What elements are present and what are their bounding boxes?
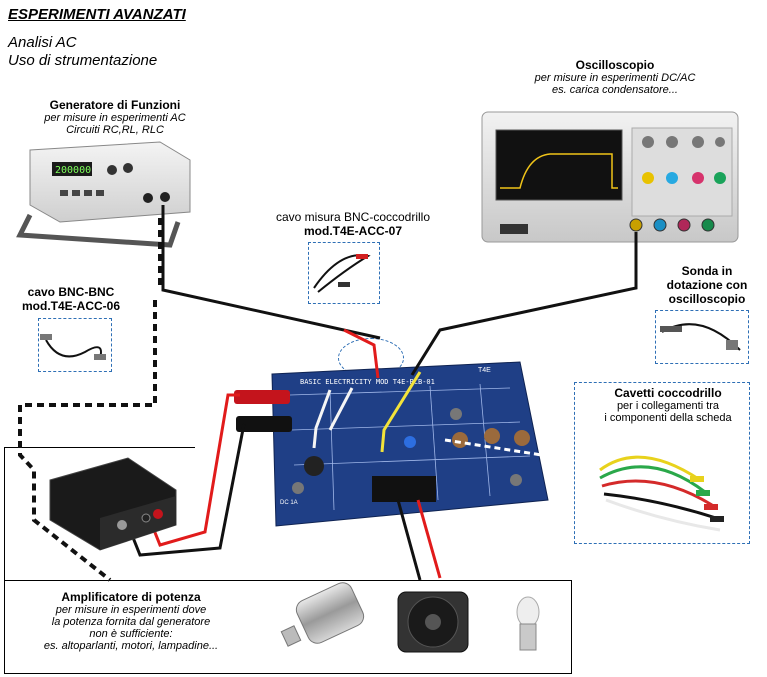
board-dc-label: DC 1A <box>280 500 298 506</box>
probe-caption: Sonda in dotazione con oscilloscopio <box>652 264 762 306</box>
loudspeaker <box>397 591 469 653</box>
bnc-croc-line1: cavo misura BNC-coccodrillo <box>275 210 431 224</box>
power-amplifier <box>49 457 177 551</box>
amplifier-desc-2: la potenza fornita dal generatore <box>51 616 211 628</box>
board-label: BASIC ELECTRICITY MOD T4E-BCB-01 <box>300 378 435 386</box>
experiment-board: BASIC ELECTRICITY MOD T4E-BCB-01 T4E DC … <box>234 361 549 527</box>
generator-desc-1: per misure in esperimenti AC <box>44 112 186 124</box>
bnc-bnc-line2: mod.T4E-ACC-06 <box>21 299 120 313</box>
oscilloscope <box>481 111 739 243</box>
board-brand: T4E <box>478 367 491 374</box>
amplifier-title: Amplificatore di potenza <box>61 590 201 604</box>
generator-body <box>29 141 191 223</box>
lamp <box>516 596 540 651</box>
power-socket <box>372 476 436 502</box>
clips-desc-2: i componenti della scheda <box>604 412 732 424</box>
red-terminal <box>234 390 290 404</box>
page-title: ESPERIMENTI AVANZATI <box>8 6 186 23</box>
probe-box <box>655 310 749 364</box>
buzzer <box>304 456 324 476</box>
bnc-bnc-cable <box>40 334 106 360</box>
oscilloscope-trace <box>500 153 618 189</box>
clips-desc-1: per i collegamenti tra <box>616 400 720 412</box>
generator-display <box>52 162 92 176</box>
probe-line2: dotazione con <box>666 278 748 292</box>
oscilloscope-screen <box>495 129 623 201</box>
bnc-bnc-caption: cavo BNC-BNC mod.T4E-ACC-06 <box>6 285 136 313</box>
generator-display-text: 200000 <box>55 165 91 176</box>
generator-title: Generatore di Funzioni <box>49 98 181 112</box>
amplifier-desc-4: es. altoparlanti, motori, lampadine... <box>43 640 219 652</box>
connection-cables <box>18 205 638 582</box>
oscilloscope-desc-1: per misure in esperimenti DC/AC <box>534 72 696 84</box>
alligator-clips <box>599 455 724 532</box>
subtitle-analysis: Analisi AC <box>8 34 77 51</box>
generator-handle <box>16 213 181 248</box>
bnc-bnc-line1: cavo BNC-BNC <box>27 285 115 299</box>
probe-line3: oscilloscopio <box>668 292 746 306</box>
bnc-croc-caption: cavo misura BNC-coccodrillo mod.T4E-ACC-… <box>253 210 453 238</box>
bnc-croc-box <box>308 242 380 304</box>
amplifier-frame-top <box>4 447 195 582</box>
subtitle-instrumentation: Uso di strumentazione <box>8 52 158 69</box>
amplifier-caption: Amplificatore di potenza per misure in e… <box>6 590 256 652</box>
clips-box <box>574 382 750 544</box>
amplifier-desc-1: per misure in esperimenti dove <box>55 604 207 616</box>
bnc-croc-line2: mod.T4E-ACC-07 <box>303 224 402 238</box>
black-terminal <box>236 416 292 432</box>
amplifier-desc-3: non è sufficiente: <box>89 628 173 640</box>
generator-desc-2: Circuiti RC,RL, RLC <box>66 124 164 136</box>
amplifier-frame <box>4 580 572 674</box>
bnc-bnc-box <box>38 318 112 372</box>
probe-line1: Sonda in <box>681 264 733 278</box>
oscilloscope-desc-2: es. carica condensatore... <box>552 84 678 96</box>
dc-motor <box>280 582 365 647</box>
oscilloscope-title: Oscilloscopio <box>575 58 655 72</box>
generator-caption: Generatore di Funzioni per misure in esp… <box>20 98 210 136</box>
probe <box>660 323 741 351</box>
oscilloscope-caption: Oscilloscopio per misure in esperimenti … <box>510 58 720 96</box>
clips-title: Cavetti coccodrillo <box>614 386 722 400</box>
clips-caption: Cavetti coccodrillo per i collegamenti t… <box>578 386 758 424</box>
function-generator: 200000 <box>16 141 191 248</box>
blue-led <box>404 436 416 448</box>
bnc-croc-cable <box>313 254 371 293</box>
